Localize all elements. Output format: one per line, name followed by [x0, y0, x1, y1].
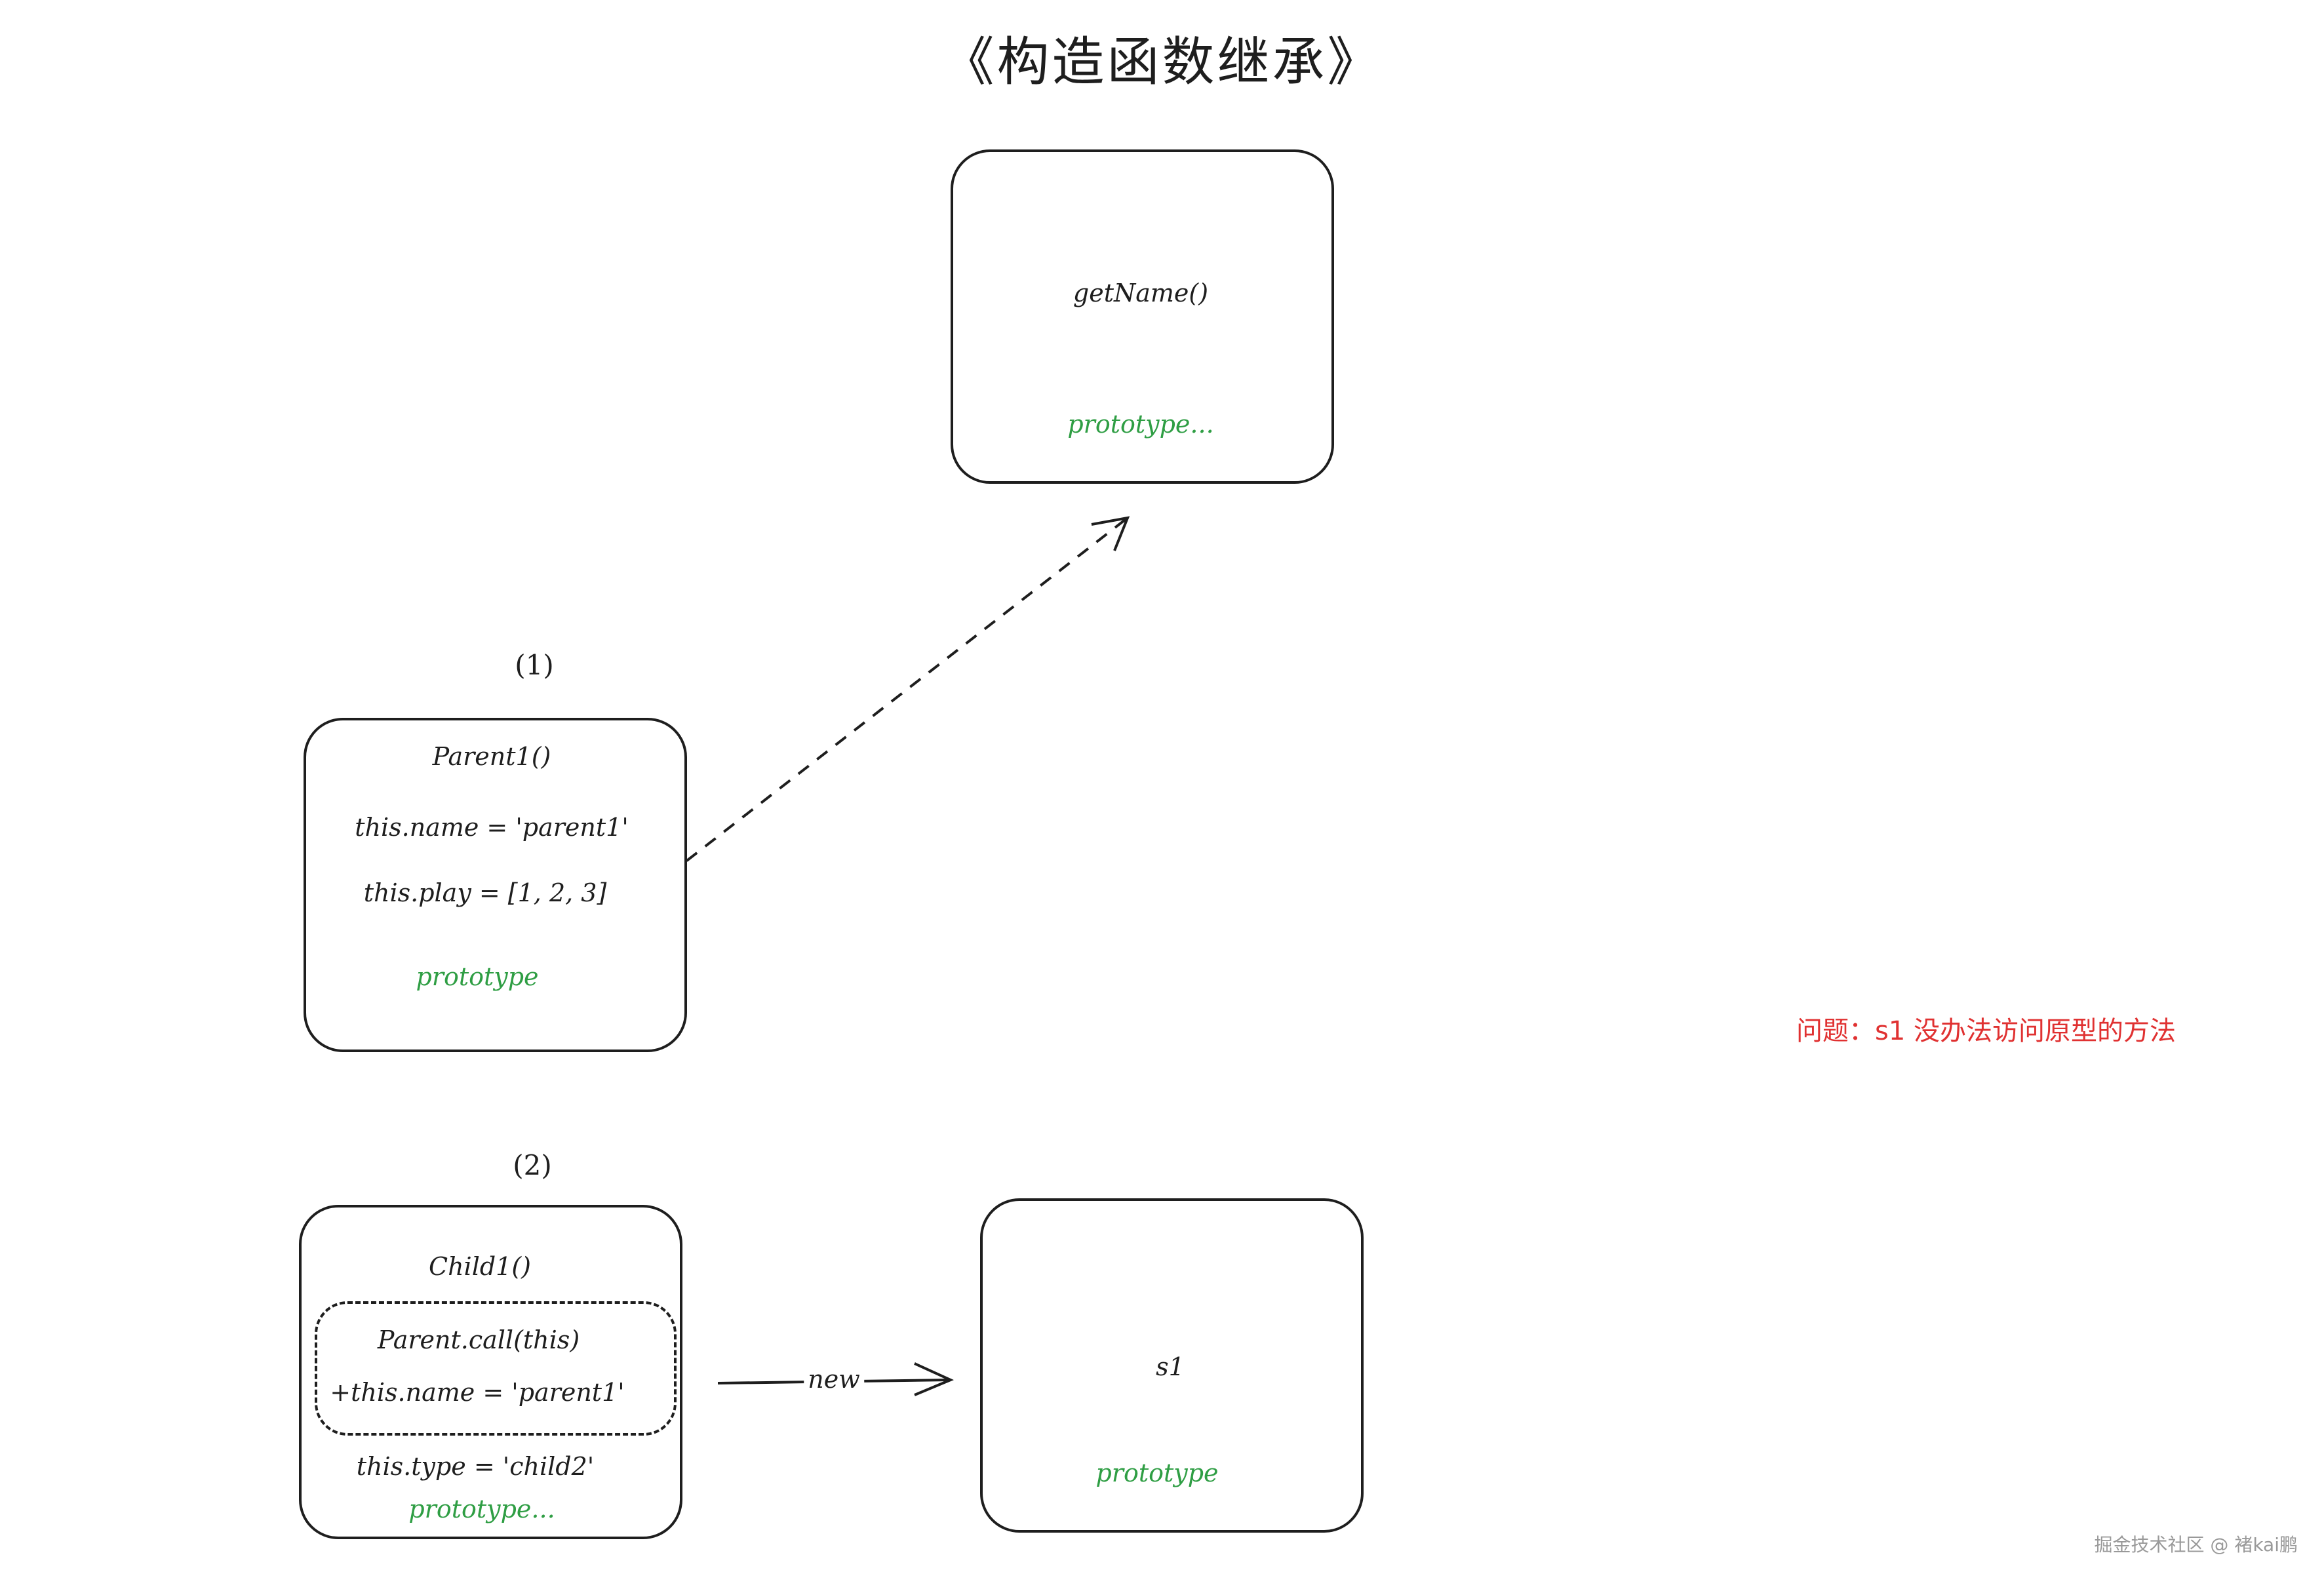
parent1-this-name: this.name = 'parent1'	[355, 813, 629, 842]
child1-this-type: this.type = 'child2'	[356, 1452, 595, 1481]
child1-constructor-box	[299, 1205, 682, 1539]
step-2-label: (2)	[513, 1149, 552, 1181]
diagram-title: 《构造函数继承》	[941, 31, 1383, 92]
child1-name: Child1()	[428, 1252, 532, 1281]
parent1-this-play: this.play = [1, 2, 3]	[363, 878, 607, 907]
parent1-prototype-label: prototype	[416, 962, 539, 991]
watermark: 掘金技术社区 @ 褚kai鹏	[2094, 1534, 2298, 1556]
new-arrow-label: new	[804, 1365, 864, 1394]
proto-box-prototype-label: prototype...	[1067, 410, 1214, 439]
child1-prototype-label: prototype...	[408, 1495, 555, 1523]
parent-call-line: Parent.call(this)	[377, 1325, 580, 1354]
parent-call-group	[315, 1301, 677, 1436]
parent1-constructor-box	[304, 718, 687, 1052]
s1-name: s1	[1156, 1352, 1185, 1381]
inherited-this-name-line: +this.name = 'parent1'	[330, 1378, 625, 1407]
step-1-label: (1)	[515, 649, 554, 681]
parent1-name: Parent1()	[432, 742, 551, 771]
get-name-method: getName()	[1073, 279, 1209, 307]
problem-note: 问题：s1 没办法访问原型的方法	[1796, 1016, 2176, 1046]
s1-instance-box	[980, 1198, 1364, 1533]
s1-prototype-label: prototype	[1095, 1459, 1219, 1487]
new-arrowhead	[914, 1362, 955, 1396]
prototype-link-arrowhead	[1091, 516, 1130, 551]
prototype-object-box	[951, 149, 1334, 484]
